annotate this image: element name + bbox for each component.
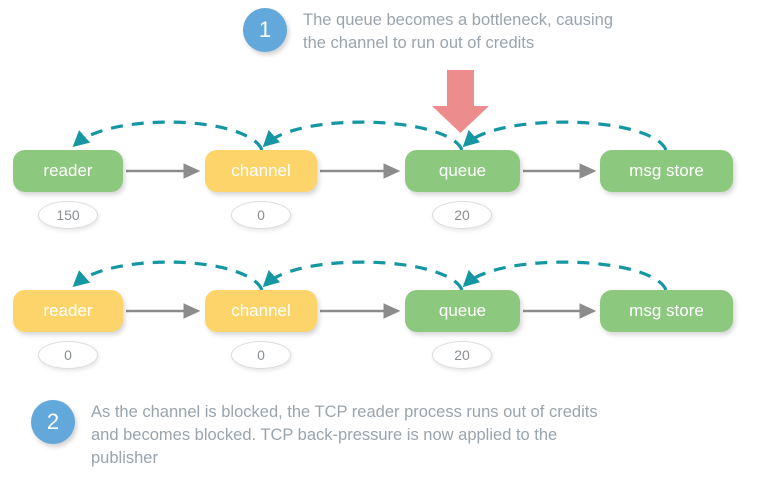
row1-credits-channel: 0 <box>231 201 291 229</box>
credit-arc-row1-channel-to-reader <box>72 120 264 151</box>
row2-node-queue[interactable]: queue <box>405 290 520 332</box>
step-1-callout: 1 The queue becomes a bottleneck, causin… <box>243 8 613 55</box>
row1-node-msg-store[interactable]: msg store <box>600 150 733 192</box>
row2-node-msg-store[interactable]: msg store <box>600 290 733 332</box>
row2-node-reader[interactable]: reader <box>13 290 123 332</box>
row1-node-queue-label: queue <box>438 161 487 180</box>
row1-node-channel[interactable]: channel <box>205 150 317 192</box>
row2-credits-reader: 0 <box>38 341 98 369</box>
row1-credits-queue: 20 <box>432 201 492 229</box>
credit-arc-row1-msgstore-to-queue <box>462 120 668 151</box>
row1-node-msg-store-label: msg store <box>629 161 704 180</box>
credit-arc-row2-queue-to-channel <box>262 260 464 291</box>
row1-credits-reader: 150 <box>38 201 98 229</box>
bottleneck-down-arrow-icon <box>432 70 489 133</box>
row2-credits-channel: 0 <box>231 341 291 369</box>
row2-node-queue-label: queue <box>438 301 487 320</box>
row2-node-channel-label: channel <box>231 301 291 320</box>
step-2-badge: 2 <box>31 400 75 444</box>
step-1-text: The queue becomes a bottleneck, causing … <box>303 11 614 52</box>
row1-node-reader[interactable]: reader <box>13 150 123 192</box>
row1-node-reader-label: reader <box>43 161 93 180</box>
step-2-callout: 2 As the channel is blocked, the TCP rea… <box>31 400 598 470</box>
row1-node-channel-label: channel <box>231 161 291 180</box>
row1-node-queue[interactable]: queue <box>405 150 520 192</box>
credit-arc-row1-queue-to-channel <box>262 120 464 151</box>
row2-node-channel[interactable]: channel <box>205 290 317 332</box>
row2-node-msg-store-label: msg store <box>629 301 704 320</box>
row2-credits-queue: 20 <box>432 341 492 369</box>
credit-arc-row2-channel-to-reader <box>72 260 264 291</box>
row2-node-reader-label: reader <box>43 301 93 320</box>
step-2-text: As the channel is blocked, the TCP reade… <box>91 403 598 467</box>
step-1-badge: 1 <box>243 8 287 52</box>
credit-arc-row2-msgstore-to-queue <box>462 260 668 291</box>
